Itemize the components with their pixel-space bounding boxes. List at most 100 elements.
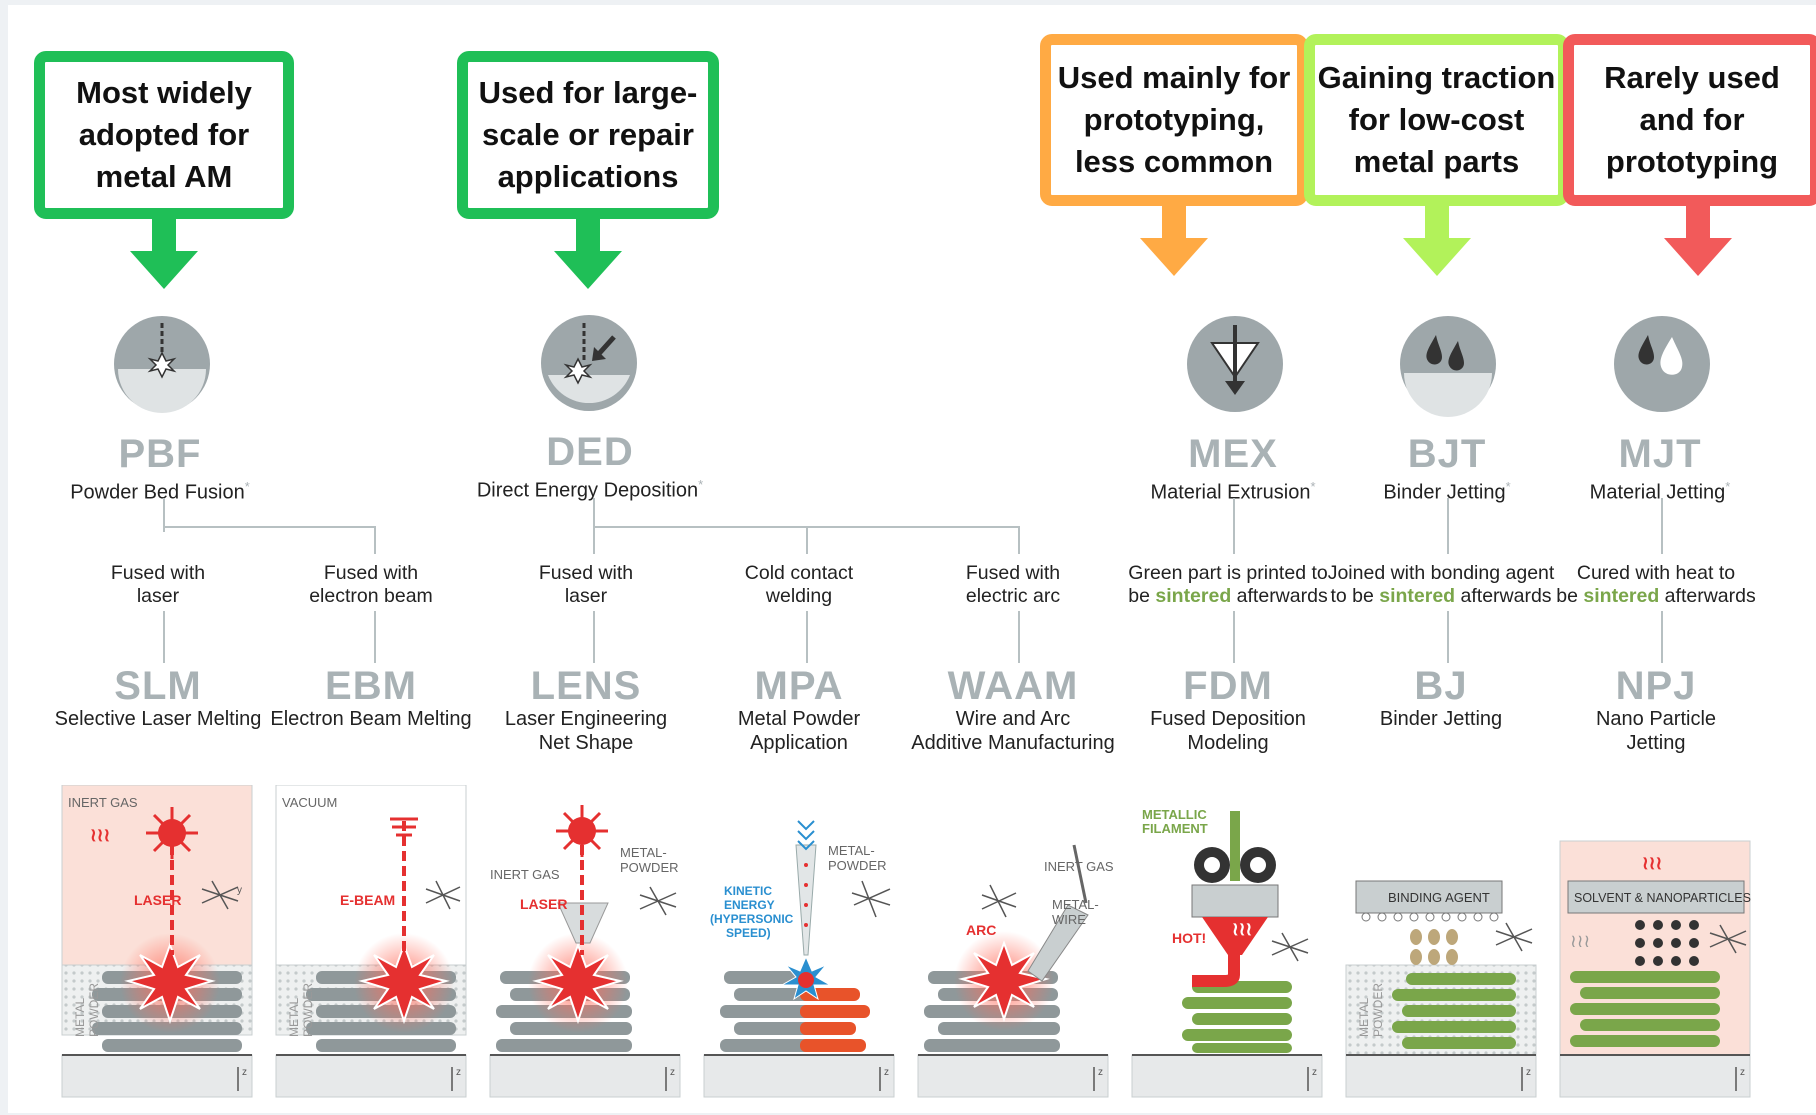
axis-icon xyxy=(201,880,239,910)
process-abbr: EBM xyxy=(325,664,417,708)
svg-text:KINETIC: KINETIC xyxy=(724,884,772,898)
process-name: Selective Laser Melting xyxy=(54,708,262,730)
svg-text:(HYPERSONIC: (HYPERSONIC xyxy=(710,912,794,926)
svg-text:z: z xyxy=(456,1067,461,1078)
category-name: Material Extrusion xyxy=(1150,481,1311,504)
svg-text:z: z xyxy=(1740,1067,1745,1078)
svg-text:z: z xyxy=(1312,1067,1317,1078)
ebm-illustration: VACUUM E-BEAM METAL POWDER z xyxy=(275,785,467,1098)
svg-text:METAL: METAL xyxy=(287,998,301,1037)
axis-icon xyxy=(851,880,891,918)
footnote-marker: * xyxy=(1725,479,1731,494)
atmosphere-label: VACUUM xyxy=(282,795,337,810)
axis-icon xyxy=(981,884,1017,918)
category-abbr: MEX xyxy=(1188,432,1278,476)
extrusion-nozzle-icon xyxy=(1187,316,1283,412)
svg-text:POWDER: POWDER xyxy=(87,983,101,1037)
process-name: Metal Powder Application xyxy=(737,708,861,754)
callout-mjt: Rarely used and for prototyping xyxy=(1563,34,1816,206)
arrow-down-icon xyxy=(554,217,622,289)
svg-text:≀≀≀: ≀≀≀ xyxy=(1642,853,1662,873)
process-name: Binder Jetting xyxy=(1379,708,1503,730)
axis-icon xyxy=(1271,932,1309,962)
sintered-highlight: sintered xyxy=(1379,585,1456,607)
category-ded: DED Direct Energy Deposition* xyxy=(477,431,703,503)
footnote-marker: * xyxy=(1505,479,1511,494)
svg-text:z: z xyxy=(670,1067,675,1078)
method-label: Fused with electron beam xyxy=(309,562,433,607)
source-label: LASER xyxy=(520,896,567,912)
process-ebm: EBM Electron Beam Melting xyxy=(270,665,471,731)
source-label: E-BEAM xyxy=(340,892,395,908)
method-label: Fused with electric arc xyxy=(965,562,1061,607)
arrow-down-icon xyxy=(1140,204,1208,276)
source-label: LASER xyxy=(134,892,181,908)
footnote-marker: * xyxy=(1310,479,1316,494)
footnote-marker: * xyxy=(698,477,704,492)
process-abbr: BJ xyxy=(1414,664,1468,708)
axis-icon xyxy=(1495,922,1533,952)
process-mpa: MPA Metal Powder Application xyxy=(738,665,860,755)
am-process-diagram: Most widely adopted for metal AM Used fo… xyxy=(8,5,1816,1113)
process-name: Wire and Arc Additive Manufacturing xyxy=(911,708,1115,754)
process-abbr: NPJ xyxy=(1615,664,1697,708)
axis-icon xyxy=(1709,924,1747,954)
axis-icon xyxy=(639,886,677,916)
slm-illustration: INERT GAS ≀≀≀ LASER METAL POWDER y z xyxy=(61,785,253,1098)
method-label: Cured with heat to be sintered afterward… xyxy=(1556,562,1756,607)
process-waam: WAAM Wire and Arc Additive Manufacturing xyxy=(911,665,1114,755)
npj-illustration: ≀≀≀ SOLVENT & NANOPARTICLES ≀≀≀ z xyxy=(1559,840,1751,1098)
method-label: Fused with laser xyxy=(538,562,634,607)
svg-text:≀≀≀: ≀≀≀ xyxy=(1570,931,1590,951)
method-label: Green part is printed to be sintered aft… xyxy=(1128,562,1328,607)
svg-text:z: z xyxy=(242,1067,247,1078)
mpa-illustration: KINETIC ENERGY (HYPERSONIC SPEED) METAL-… xyxy=(703,820,895,1098)
svg-text:ENERGY: ENERGY xyxy=(724,898,775,912)
callout-mex: Used mainly for prototyping, less common xyxy=(1040,34,1308,206)
arrow-down-icon xyxy=(130,217,198,289)
process-abbr: LENS xyxy=(530,664,642,708)
bj-illustration: BINDING AGENT METAL POWDER z xyxy=(1345,880,1537,1098)
binder-drops-icon xyxy=(1400,316,1496,417)
process-bj: BJ Binder Jetting xyxy=(1380,665,1502,731)
svg-text:SPEED): SPEED) xyxy=(726,926,771,940)
category-pbf: PBF Powder Bed Fusion* xyxy=(70,433,250,505)
process-name: Laser Engineering Net Shape xyxy=(504,708,668,754)
category-abbr: BJT xyxy=(1407,432,1487,476)
svg-text:≀≀≀: ≀≀≀ xyxy=(90,825,110,845)
source-label: ARC xyxy=(966,922,996,938)
category-bjt: BJT Binder Jetting* xyxy=(1383,433,1510,505)
process-lens: LENS Laser Engineering Net Shape xyxy=(505,665,667,755)
process-slm: SLM Selective Laser Melting xyxy=(55,665,262,731)
svg-text:METAL-: METAL- xyxy=(828,843,875,858)
svg-text:POWDER: POWDER xyxy=(828,858,887,873)
process-npj: NPJ Nano Particle Jetting xyxy=(1576,665,1736,755)
footnote-marker: * xyxy=(244,479,250,494)
svg-text:z: z xyxy=(1098,1067,1103,1078)
process-name: Electron Beam Melting xyxy=(270,708,472,730)
category-abbr: PBF xyxy=(118,432,202,476)
svg-text:METAL-: METAL- xyxy=(1052,897,1099,912)
category-name: Material Jetting xyxy=(1589,481,1726,504)
axis-icon xyxy=(425,880,461,910)
process-name: Nano Particle Jetting xyxy=(1595,708,1717,754)
process-abbr: SLM xyxy=(114,664,202,708)
svg-text:POWDER: POWDER xyxy=(301,983,315,1037)
svg-text:y: y xyxy=(237,885,242,896)
svg-text:WIRE: WIRE xyxy=(1052,912,1086,927)
arrow-down-icon xyxy=(1403,204,1471,276)
svg-text:POWDER: POWDER xyxy=(1371,983,1385,1037)
category-icons xyxy=(114,315,1710,417)
category-name: Powder Bed Fusion xyxy=(70,481,245,504)
agent-label: SOLVENT & NANOPARTICLES xyxy=(1574,891,1751,905)
category-mjt: MJT Material Jetting* xyxy=(1590,433,1731,505)
svg-text:≀≀≀: ≀≀≀ xyxy=(1232,919,1252,939)
process-illustrations: INERT GAS ≀≀≀ LASER METAL POWDER y z xyxy=(61,785,1751,1098)
arrow-down-icon xyxy=(1664,204,1732,276)
powder-label: METAL xyxy=(73,998,87,1037)
method-label: Fused with laser xyxy=(110,562,206,607)
method-label: Joined with bonding agent to be sintered… xyxy=(1327,562,1555,607)
process-abbr: MPA xyxy=(754,664,844,708)
callout-ded: Used for large- scale or repair applicat… xyxy=(457,51,719,219)
category-name: Direct Energy Deposition xyxy=(476,479,699,502)
